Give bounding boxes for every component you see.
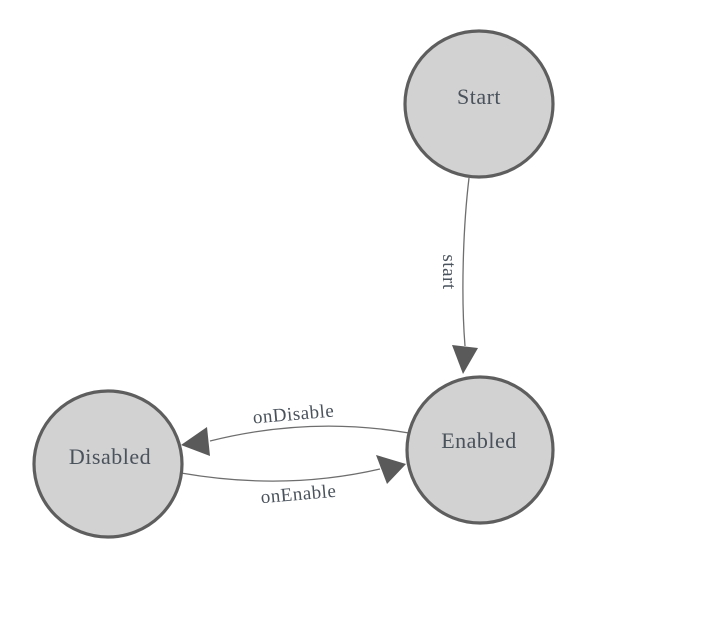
state-node-enabled-shape[interactable]: [405, 375, 555, 525]
edge-disabled-to-enabled-line[interactable]: [180, 468, 381, 482]
edge-start-to-enabled-line[interactable]: [462, 177, 470, 347]
state-node-start[interactable]: Start: [403, 29, 555, 179]
arrowhead-down-icon: [452, 345, 478, 374]
edge-enabled-to-disabled-line[interactable]: [209, 425, 410, 442]
edge-enabled-to-disabled[interactable]: onDisable: [181, 401, 410, 456]
arrowhead-left-icon: [181, 427, 210, 456]
edge-label-start: start: [438, 254, 459, 289]
arrowhead-right-icon: [376, 455, 406, 484]
edge-label-onDisable: onDisable: [252, 401, 335, 429]
state-node-disabled-shape[interactable]: [32, 389, 184, 539]
state-node-enabled[interactable]: Enabled: [405, 375, 555, 525]
node-label-start: Start: [457, 84, 501, 109]
state-node-disabled[interactable]: Disabled: [32, 389, 184, 539]
node-label-enabled: Enabled: [441, 428, 517, 453]
state-node-start-shape[interactable]: [403, 29, 555, 179]
edge-start-to-enabled[interactable]: start: [438, 177, 478, 374]
edge-label-onEnable: onEnable: [260, 481, 337, 509]
node-label-disabled: Disabled: [69, 444, 151, 469]
edge-disabled-to-enabled[interactable]: onEnable: [180, 455, 406, 509]
